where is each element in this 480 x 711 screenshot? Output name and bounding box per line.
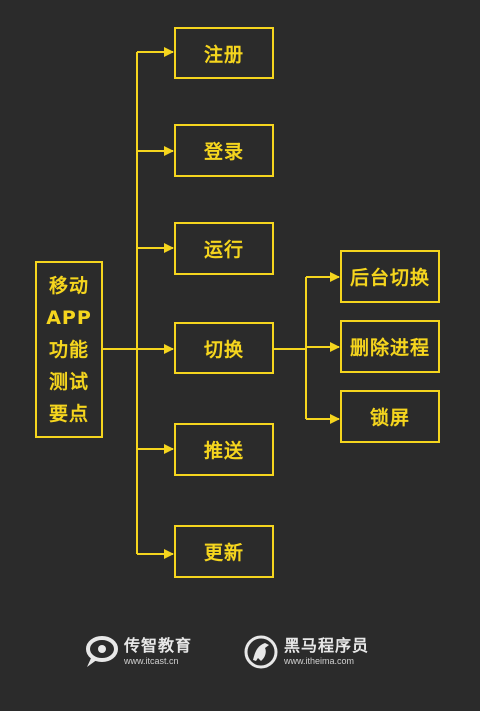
itheima-logo-name: 黑马程序员 [284, 636, 370, 655]
sub-node-lock-screen: 锁屏 [340, 390, 440, 443]
itcast-logo-url: www.itcast.cn [124, 656, 179, 666]
horse-icon [242, 633, 280, 671]
itcast-logo-name: 传智教育 [124, 636, 193, 655]
root-line-2: APP [46, 306, 92, 329]
branch-node-switch: 切换 [174, 322, 274, 374]
branch-node-push: 推送 [174, 423, 274, 476]
itheima-logo-url: www.itheima.com [284, 656, 355, 666]
root-line-3: 功能 [48, 338, 89, 361]
root-line-1: 移动 [48, 274, 89, 297]
branch-node-login: 登录 [174, 124, 274, 177]
itcast-logo-icon [82, 633, 120, 671]
root-node: 移动 APP 功能 测试 要点 [35, 261, 103, 438]
root-line-4: 测试 [48, 370, 89, 393]
sub-node-kill-process: 删除进程 [340, 320, 440, 373]
itheima-logo: 黑马程序员 www.itheima.com [242, 633, 369, 671]
branch-node-run: 运行 [174, 222, 274, 275]
branch-node-update: 更新 [174, 525, 274, 578]
sub-node-background-switch: 后台切换 [340, 250, 440, 303]
itcast-logo: 传智教育 www.itcast.cn [82, 633, 192, 671]
branch-node-register: 注册 [174, 27, 274, 79]
root-line-5: 要点 [48, 402, 89, 425]
